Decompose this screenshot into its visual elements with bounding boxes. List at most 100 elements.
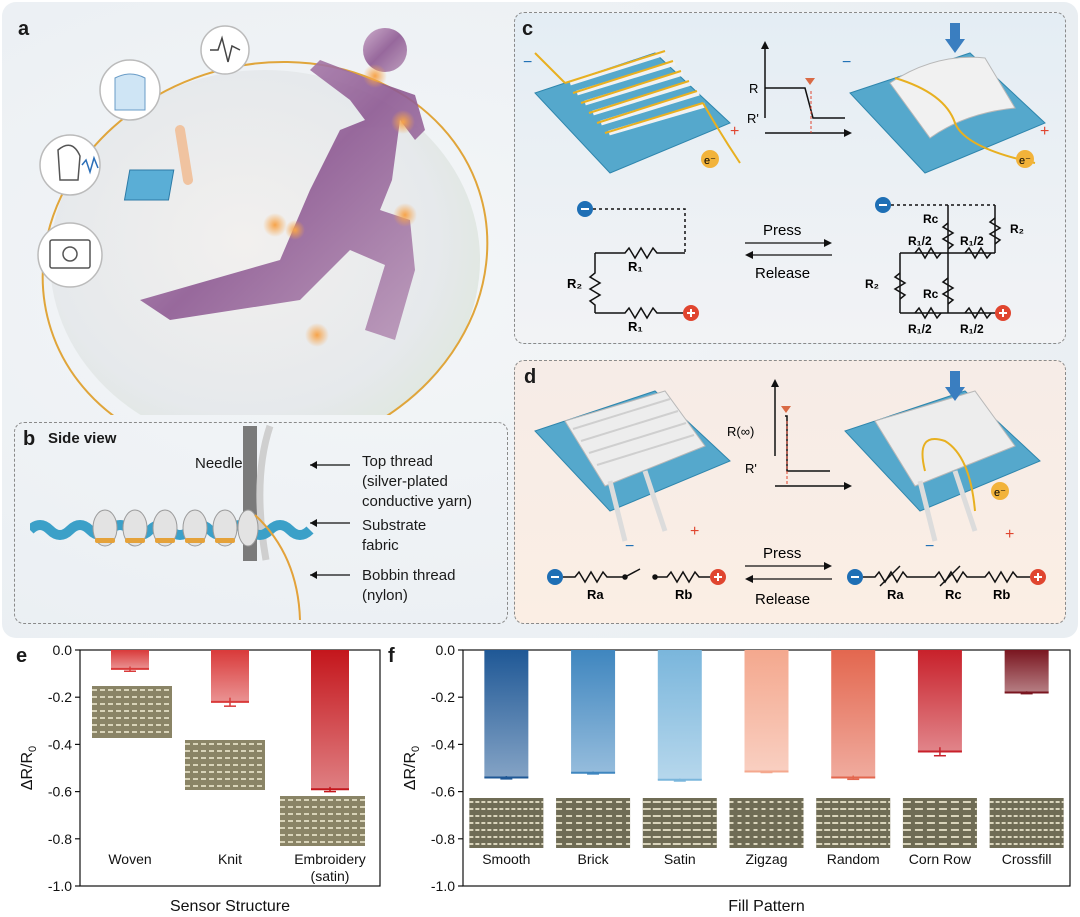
svg-text:−: − [523, 54, 532, 71]
joint-sensor [305, 323, 329, 347]
svg-text:Ra: Ra [887, 587, 904, 602]
top-thread [256, 424, 274, 561]
y-tick-label: -1.0 [48, 878, 72, 894]
electron-icon [701, 150, 719, 168]
resistance-graph-d: R(∞) R' [727, 379, 852, 490]
svg-text:+: + [730, 123, 739, 140]
svg-text:R₁: R₁ [628, 259, 643, 274]
svg-text:Press: Press [763, 222, 801, 239]
resistance-graph-c: R R' [747, 41, 852, 137]
bar-embroidery [311, 650, 349, 790]
runner-silhouette [140, 28, 425, 340]
bar-knit [211, 650, 249, 702]
svg-text:e⁻: e⁻ [1019, 155, 1031, 167]
sample-image [989, 798, 1064, 848]
application-icons [37, 25, 250, 288]
svg-text:Rc: Rc [923, 287, 939, 301]
sample-image [902, 798, 977, 848]
svg-text:Release: Release [755, 265, 810, 282]
needle-label: Needle [195, 455, 243, 472]
category-label: (satin) [311, 868, 350, 884]
svg-text:R₁/2: R₁/2 [960, 322, 984, 336]
y-tick-label: 0.0 [53, 642, 73, 658]
x-axis-label: Sensor Structure [170, 898, 290, 915]
sample-image [469, 798, 544, 848]
category-label: Smooth [482, 851, 530, 867]
category-label: Woven [108, 851, 151, 867]
sample-image [280, 796, 365, 846]
bar-woven [111, 650, 149, 669]
svg-text:e⁻: e⁻ [704, 155, 716, 167]
svg-text:R₂: R₂ [567, 276, 582, 291]
y-tick-label: -0.6 [48, 784, 72, 800]
y-axis-label: ΔR/R0 [402, 746, 422, 790]
svg-text:−: − [925, 538, 934, 555]
svg-text:R₁: R₁ [628, 319, 643, 334]
svg-text:R₂: R₂ [865, 277, 879, 291]
panel-a-letter: a [18, 18, 30, 40]
bar-random [831, 650, 876, 778]
svg-text:R: R [749, 81, 758, 96]
y-tick-label: -0.4 [431, 736, 455, 752]
svg-text:Ra: Ra [587, 587, 604, 602]
bar-zigzag [744, 650, 789, 772]
svg-text:Release: Release [755, 591, 810, 608]
svg-text:R₂: R₂ [1010, 222, 1024, 236]
svg-text:Rc: Rc [945, 587, 962, 602]
svg-text:R(∞): R(∞) [727, 424, 754, 439]
side-view-title: Side view [48, 430, 117, 447]
x-axis-label: Fill Pattern [728, 898, 804, 915]
joint-sensor [363, 64, 387, 88]
svg-text:−: − [842, 54, 851, 71]
y-tick-label: -0.4 [48, 736, 72, 752]
circuit-closed [847, 565, 1046, 587]
svg-text:Press: Press [763, 545, 801, 562]
y-tick-label: -1.0 [431, 878, 455, 894]
joint-sensor [391, 110, 415, 134]
panel-d-letter: d [524, 366, 537, 388]
svg-text:−: − [625, 538, 634, 555]
bar-smooth [484, 650, 529, 778]
svg-text:+: + [1040, 123, 1049, 140]
panel-b-letter: b [23, 428, 36, 450]
panel-b-box [14, 422, 508, 624]
category-label: Knit [218, 851, 242, 867]
y-tick-label: -0.6 [431, 784, 455, 800]
y-tick-label: -0.2 [431, 689, 455, 705]
panel-a-illustration [37, 25, 489, 415]
category-label: Satin [664, 851, 696, 867]
panel-d-graphics: − + R(∞) R' e⁻ − + Ra Rb Press Release [534, 371, 1046, 608]
bar-satin [657, 650, 702, 780]
sample-image [185, 740, 265, 790]
fabric-sensor-closed [844, 371, 1041, 542]
orbit-ring [41, 60, 489, 415]
category-label: Zigzag [745, 851, 787, 867]
bar-brick [571, 650, 616, 773]
svg-text:Rb: Rb [675, 587, 692, 602]
bobbin-thread [254, 514, 301, 620]
y-axis-label: ΔR/R0 [19, 746, 39, 790]
category-label: Crossfill [1002, 851, 1052, 867]
svg-text:Rc: Rc [923, 212, 939, 226]
bar-crossfill [1004, 650, 1049, 693]
svg-text:R₁/2: R₁/2 [908, 234, 932, 248]
panel-c-graphics: − + e⁻ R R' − + e⁻ R₁ R₁ R₂ Press Releas… [523, 23, 1049, 336]
sample-image [816, 798, 891, 848]
circuit-open [547, 568, 726, 585]
sample-image [642, 798, 717, 848]
sample-image [92, 686, 172, 738]
svg-text:R': R' [745, 461, 757, 476]
fabric-sensor-pressed [849, 23, 1046, 174]
y-tick-label: -0.8 [431, 831, 455, 847]
category-label: Brick [578, 851, 610, 867]
joint-sensor [393, 203, 417, 227]
panel-f-letter: f [388, 645, 395, 667]
y-tick-label: -0.2 [48, 689, 72, 705]
svg-text:R₁/2: R₁/2 [908, 322, 932, 336]
circuit-pressed [875, 197, 1011, 321]
fabric-sensor-released [534, 50, 741, 174]
